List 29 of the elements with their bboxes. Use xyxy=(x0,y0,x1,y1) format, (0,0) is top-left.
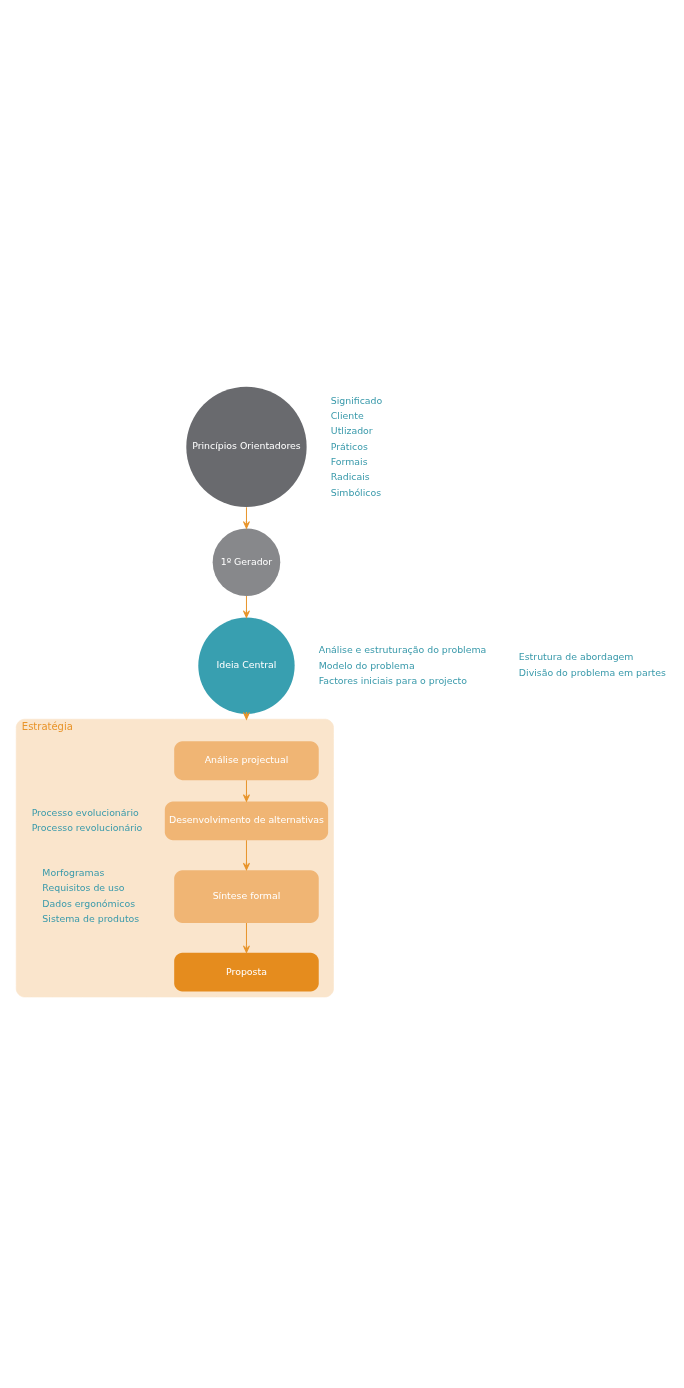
arrow xyxy=(242,839,250,870)
label: Utlizador xyxy=(330,424,373,436)
label: Estrutura de abordagem xyxy=(518,650,634,662)
label: Factores iniciais para o projecto xyxy=(318,674,468,686)
label: Requisitos de uso xyxy=(42,881,125,893)
label: Sistema de produtos xyxy=(42,912,140,924)
label: Práticos xyxy=(330,440,368,452)
node-box: Síntese formal xyxy=(174,869,319,923)
label: Modelo do problema xyxy=(318,659,415,671)
node-circle: 1º Gerador xyxy=(212,528,281,596)
label: Formais xyxy=(330,455,368,467)
label: Divisão do problema em partes xyxy=(518,666,666,678)
label: Significado xyxy=(330,394,383,406)
node-box: Proposta xyxy=(174,952,319,992)
arrow xyxy=(242,506,250,529)
arrow xyxy=(242,779,250,802)
label: Cliente xyxy=(330,409,364,421)
label: Simbólicos xyxy=(330,486,382,498)
label: Morfogramas xyxy=(42,866,105,878)
label: Dados ergonómicos xyxy=(42,897,136,909)
arrow xyxy=(242,595,250,618)
node-box: Desenvolvimento de alternativas xyxy=(164,801,329,840)
label: Análise e estruturação do problema xyxy=(318,643,487,655)
label: Processo evolucionário xyxy=(31,806,139,818)
node-circle: Princípios Orientadores xyxy=(186,386,307,507)
label: Radicais xyxy=(330,470,370,482)
node-box: Análise projectual xyxy=(174,740,319,780)
arrow xyxy=(242,922,250,953)
label: Processo revolucionário xyxy=(31,821,143,833)
